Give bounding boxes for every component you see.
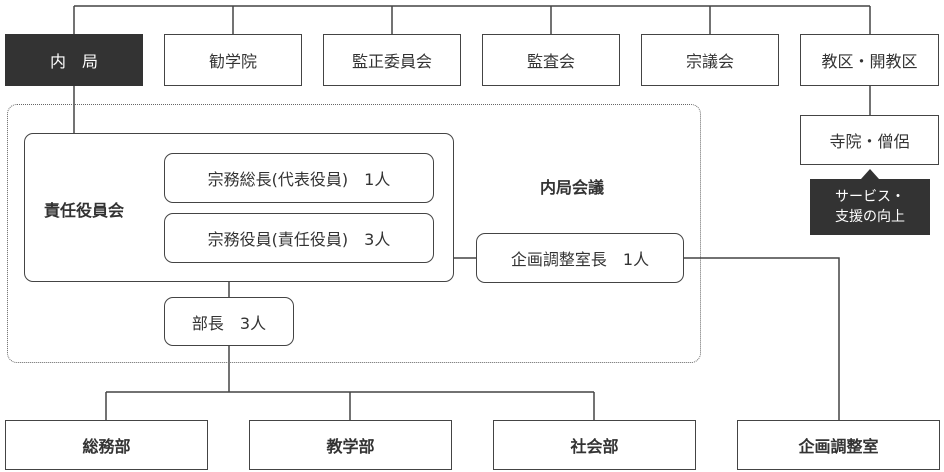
naikyoku-kaigi-label: 内局会議 [540, 178, 605, 197]
shakaibu-label: 社会部 [570, 437, 619, 456]
kikaku-choseishitsu-box: 企画調整室 [737, 420, 940, 470]
jiin-label: 寺院・僧侶 [829, 132, 910, 151]
kanshoiinkai-label: 監正委員会 [351, 52, 432, 71]
shugikai-box: 宗議会 [641, 34, 779, 86]
kikaku-choseishitsu-cho-box: 企画調整室長 1人 [476, 233, 684, 283]
naikyoku-kaigi-region [7, 104, 701, 363]
shakaibu-box: 社会部 [493, 420, 696, 470]
bucho-label: 部長 3人 [191, 313, 267, 333]
callout-line-2: 支援の向上 [835, 209, 905, 225]
kikaku-choseishitsu-cho-label: 企画調整室長 1人 [510, 250, 650, 269]
kikaku-choseishitsu-label: 企画調整室 [798, 437, 879, 456]
sohmu-socho-box: 宗務総長(代表役員) 1人 [164, 153, 434, 203]
kangakuin-label: 勧学院 [208, 52, 257, 71]
service-callout: サービス・ 支援の向上 [810, 179, 930, 235]
kyogakubu-box: 教学部 [249, 420, 452, 470]
kyoku-box: 教区・開教区 [800, 34, 939, 86]
sohmu-socho-label: 宗務総長(代表役員) 1人 [207, 170, 391, 189]
kanshoiinkai-box: 監正委員会 [323, 34, 461, 86]
callout-pointer [861, 169, 879, 179]
somubu-label: 総務部 [82, 437, 131, 456]
bucho-box: 部長 3人 [164, 297, 294, 346]
sohmu-yakuin-box: 宗務役員(責任役員) 3人 [164, 213, 434, 263]
sekinin-yakuinkai-label: 責任役員会 [44, 201, 125, 220]
kansakai-box: 監査会 [482, 34, 620, 86]
kyoku-label: 教区・開教区 [821, 52, 918, 71]
naikyoku-box: 内 局 [5, 34, 143, 86]
somubu-box: 総務部 [5, 420, 208, 470]
kangakuin-box: 勧学院 [164, 34, 302, 86]
callout-line-1: サービス・ [835, 189, 905, 205]
shugikai-label: 宗議会 [685, 52, 734, 71]
kansakai-label: 監査会 [526, 52, 575, 71]
sohmu-yakuin-label: 宗務役員(責任役員) 3人 [207, 230, 391, 249]
naikyoku-label: 内 局 [49, 52, 98, 71]
jiin-box: 寺院・僧侶 [800, 115, 939, 165]
kyogakubu-label: 教学部 [326, 437, 375, 456]
